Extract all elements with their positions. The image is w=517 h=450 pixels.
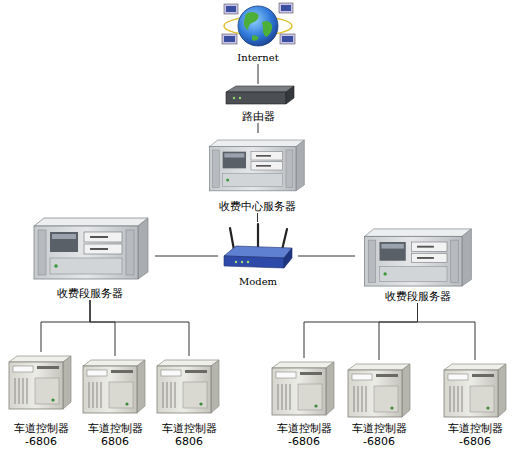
illustration-part: [239, 97, 241, 99]
lane-controller-unit: [83, 360, 145, 413]
illustration-part: [282, 229, 287, 250]
device-label: Internet: [215, 51, 301, 64]
device-node: 车道控制器 6806: [152, 356, 226, 448]
lane-controller-unit: [157, 360, 219, 413]
label-holder: 车道控制器 -6806: [343, 422, 415, 448]
illustration-part: [252, 35, 259, 40]
device-label: 车道控制器 6806: [158, 422, 220, 448]
illustration-part: [224, 256, 284, 268]
illustration-part: [222, 34, 237, 44]
device-label: 车道控制器 -6806: [273, 422, 335, 448]
device-label: Modem: [218, 275, 298, 288]
device-node: 收费段服务器: [355, 225, 480, 303]
label-holder: Modem: [218, 275, 298, 288]
illustration-part: [262, 21, 272, 37]
device-label: 车道控制器 -6806: [444, 422, 506, 448]
label-holder: 车道控制器 -6806: [265, 422, 343, 448]
illustration-part: [286, 86, 294, 104]
lane-controller-unit: [272, 362, 334, 415]
label-holder: 车道控制器 -6806: [436, 422, 514, 448]
device-node: 收费段服务器: [25, 214, 155, 300]
device-node: 车道控制器 -6806: [343, 360, 415, 448]
illustration-part: [282, 36, 293, 42]
label-holder: 车道控制器 -6806: [4, 422, 78, 448]
illustration-part: [257, 224, 259, 248]
device-label: 车道控制器 -6806: [10, 422, 72, 448]
label-holder: 车道控制器 6806: [78, 422, 152, 448]
internet-globe: [222, 3, 295, 46]
device-label: 收费中心服务器: [200, 200, 315, 213]
label-holder: 车道控制器 6806: [152, 422, 226, 448]
network-link: [90, 300, 115, 356]
device-node: 车道控制器 -6806: [265, 358, 343, 448]
illustration-part: [247, 261, 249, 263]
device-node: 车道控制器 6806: [78, 356, 152, 448]
illustration-part: [244, 12, 259, 30]
left-segment-server: [34, 218, 148, 279]
device-node: 车道控制器 -6806: [436, 360, 514, 448]
network-link: [258, 123, 259, 133]
network-link: [304, 303, 418, 358]
label-holder: 收费中心服务器: [200, 200, 315, 213]
illustration-part: [233, 97, 235, 99]
label-holder: 收费段服务器: [355, 290, 480, 303]
illustration-part: [226, 86, 294, 92]
lane-controller-unit: [9, 356, 71, 409]
illustration-part: [241, 261, 243, 263]
illustration-part: [238, 6, 278, 46]
device-label: 车道控制器 6806: [84, 422, 146, 448]
device-label: 路由器: [218, 110, 298, 123]
illustration-part: [224, 4, 238, 14]
illustration-part: [224, 36, 235, 42]
illustration-part: [230, 228, 234, 250]
network-link: [258, 64, 259, 84]
illustration-part: [226, 6, 236, 12]
device-label: 收费段服务器: [25, 287, 155, 300]
illustration-part: [280, 34, 295, 44]
illustration-part: [281, 5, 291, 11]
device-node: 路由器: [218, 84, 298, 123]
device-node: Modem: [218, 222, 298, 288]
illustration-part: [279, 3, 293, 13]
modem-device: [224, 224, 292, 268]
device-node: Internet: [215, 0, 301, 64]
device-label: 车道控制器 -6806: [348, 422, 410, 448]
label-holder: Internet: [215, 51, 301, 64]
network-link: [90, 300, 189, 356]
illustration-part: [284, 248, 292, 268]
network-link: [257, 213, 258, 222]
device-node: 收费中心服务器: [200, 133, 315, 213]
illustration-part: [226, 92, 286, 104]
router-device: [226, 86, 294, 104]
illustration-part: [235, 261, 237, 263]
network-link: [41, 300, 90, 352]
right-segment-server: [365, 229, 472, 286]
label-holder: 路由器: [218, 110, 298, 123]
lane-controller-unit: [348, 364, 410, 417]
device-node: 车道控制器 -6806: [4, 352, 78, 448]
device-label: 收费段服务器: [355, 290, 480, 303]
network-link: [418, 303, 476, 360]
lane-controller-unit: [444, 364, 506, 417]
network-link: [298, 256, 355, 257]
network-link: [379, 303, 418, 360]
label-holder: 收费段服务器: [25, 287, 155, 300]
network-link: [155, 256, 218, 257]
center-server: [209, 140, 304, 191]
